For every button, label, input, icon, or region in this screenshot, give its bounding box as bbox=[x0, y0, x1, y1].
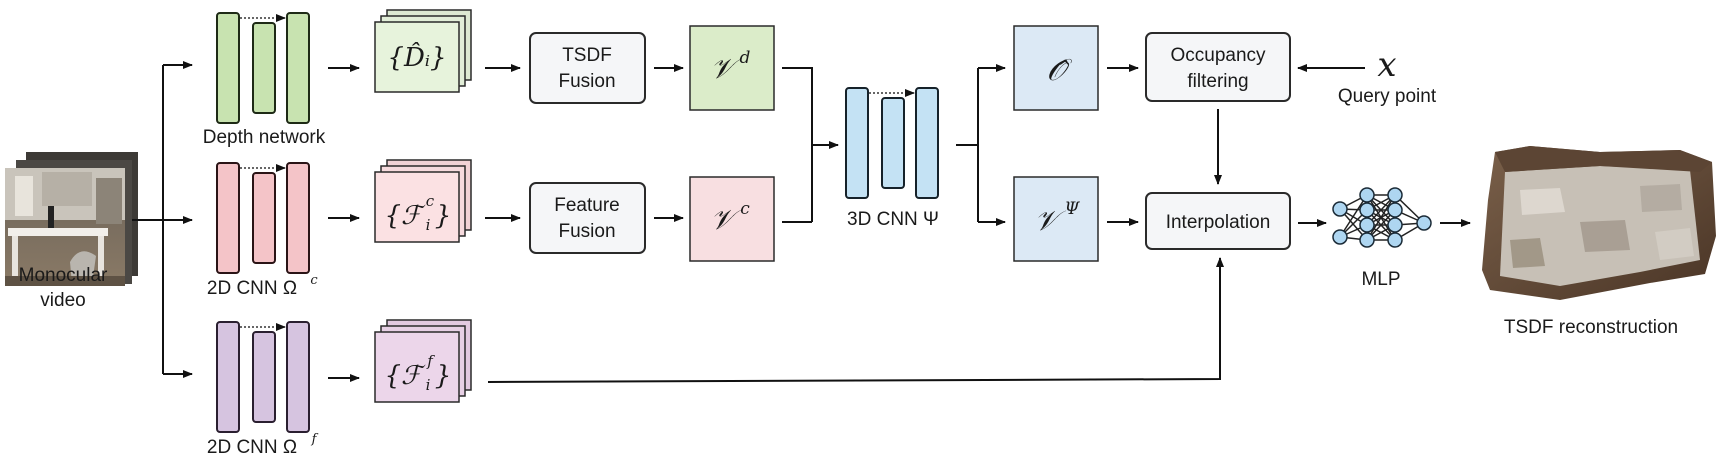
depth-network-block bbox=[216, 12, 310, 124]
fine-features-symbol: {ℱ bbox=[385, 361, 427, 391]
occupancy-filtering-line1: Occupancy bbox=[1170, 45, 1266, 66]
cnn3d-output-connectors bbox=[956, 64, 1006, 226]
volume-vc-sup: c bbox=[740, 199, 750, 219]
color-features-sub: i bbox=[426, 216, 431, 234]
color-features-sup: c bbox=[426, 192, 435, 210]
video-frame-image bbox=[5, 168, 125, 286]
feature-fusion-box bbox=[529, 182, 646, 254]
depth-maps-symbol: {D̂ᵢ} bbox=[387, 42, 446, 73]
input-branch-connectors bbox=[132, 61, 193, 378]
cnn3d-block bbox=[845, 87, 939, 199]
tsdf-reconstruction-mesh bbox=[1482, 146, 1716, 300]
depth-network-label: Depth network bbox=[203, 127, 326, 148]
volume-vd-sup: d bbox=[740, 48, 751, 68]
mlp-label: MLP bbox=[1361, 269, 1400, 290]
occupancy-filtering-box bbox=[1145, 32, 1291, 102]
volume-vc-box bbox=[689, 176, 775, 262]
color-cnn-sup: c bbox=[310, 273, 318, 288]
feature-fusion-line1: Feature bbox=[554, 195, 619, 216]
tsdf-fusion-line2: Fusion bbox=[558, 71, 615, 92]
color-features-stack bbox=[374, 159, 472, 243]
input-label-line1: Monocular bbox=[19, 265, 108, 286]
fine-features-sup: f bbox=[426, 352, 435, 370]
input-label-line2: video bbox=[40, 290, 85, 311]
color-cnn-label: 2D CNN Ω bbox=[207, 278, 297, 299]
fine-cnn-label: 2D CNN Ω bbox=[207, 437, 297, 458]
depth-maps-stack bbox=[374, 9, 472, 93]
monocular-video-frames bbox=[5, 152, 138, 286]
tsdf-fusion-box bbox=[529, 32, 646, 104]
interpolation-box bbox=[1145, 192, 1291, 250]
fine-features-stack bbox=[374, 319, 472, 403]
query-point-label: Query point bbox=[1338, 86, 1437, 107]
color-features-symbol: {ℱ bbox=[385, 201, 427, 231]
volume-vpsi-box bbox=[1013, 176, 1099, 262]
fine-cnn-sup: f bbox=[311, 432, 319, 447]
query-point-symbol: x bbox=[1377, 45, 1396, 85]
occupancy-filtering-line2: filtering bbox=[1187, 71, 1248, 92]
fine-cnn-block bbox=[216, 321, 310, 433]
volume-merge-connectors bbox=[782, 67, 839, 223]
cnn3d-label: 3D CNN Ψ bbox=[847, 209, 939, 230]
fine-features-to-interpolation-connector bbox=[487, 257, 1224, 383]
feature-fusion-line2: Fusion bbox=[558, 221, 615, 242]
color-cnn-block bbox=[216, 162, 310, 274]
volume-vd-box bbox=[689, 25, 775, 111]
fine-features-sub: i bbox=[426, 376, 431, 394]
occupancy-volume-box bbox=[1013, 25, 1099, 111]
interpolation-label: Interpolation bbox=[1166, 212, 1271, 233]
tsdf-fusion-line1: TSDF bbox=[562, 45, 612, 66]
mlp-network-icon bbox=[1332, 187, 1432, 248]
fine-features-close: } bbox=[435, 361, 452, 391]
volume-vpsi-sup: Ψ bbox=[1065, 199, 1081, 219]
color-features-close: } bbox=[435, 201, 452, 231]
output-label: TSDF reconstruction bbox=[1504, 317, 1678, 338]
